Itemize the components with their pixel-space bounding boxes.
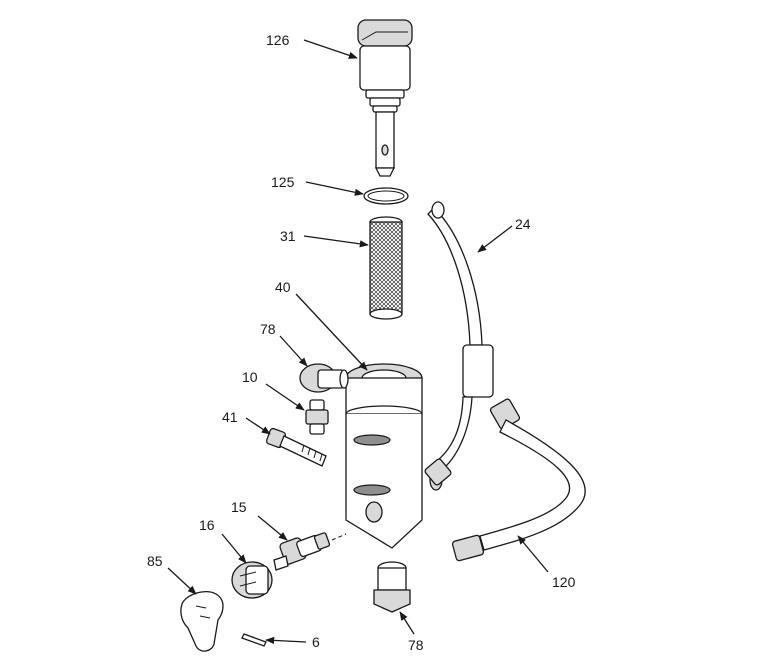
part-125-o-ring	[363, 187, 409, 205]
callout-40: 40	[275, 279, 291, 295]
callout-41: 41	[222, 409, 238, 425]
part-85-handle	[180, 590, 224, 652]
callout-10: 10	[242, 369, 258, 385]
part-126-cap	[357, 19, 413, 177]
part-10-fitting	[305, 399, 329, 435]
callout-31: 31	[280, 228, 296, 244]
part-40-filter-housing	[345, 363, 443, 549]
part-31-filter-screen	[369, 216, 403, 320]
part-24-drain-tube	[424, 201, 494, 486]
leader-lines	[167, 39, 549, 645]
callout-78-top: 78	[260, 321, 276, 337]
part-16-hub	[231, 561, 273, 599]
callout-120: 120	[552, 574, 576, 590]
callout-78-bottom: 78	[408, 637, 424, 653]
callout-24: 24	[515, 216, 531, 232]
part-15-valve	[273, 532, 347, 571]
part-41-bolt	[265, 427, 327, 467]
part-6-pin	[241, 633, 267, 647]
callout-16: 16	[199, 517, 215, 533]
callout-126: 126	[266, 32, 290, 48]
part-120-hose	[451, 398, 586, 562]
part-78-nut-top	[299, 363, 349, 393]
callout-125: 125	[271, 174, 295, 190]
callout-6: 6	[312, 634, 320, 650]
callout-85: 85	[147, 553, 163, 569]
callout-15: 15	[231, 499, 247, 515]
part-78-nut-bottom	[373, 561, 411, 613]
